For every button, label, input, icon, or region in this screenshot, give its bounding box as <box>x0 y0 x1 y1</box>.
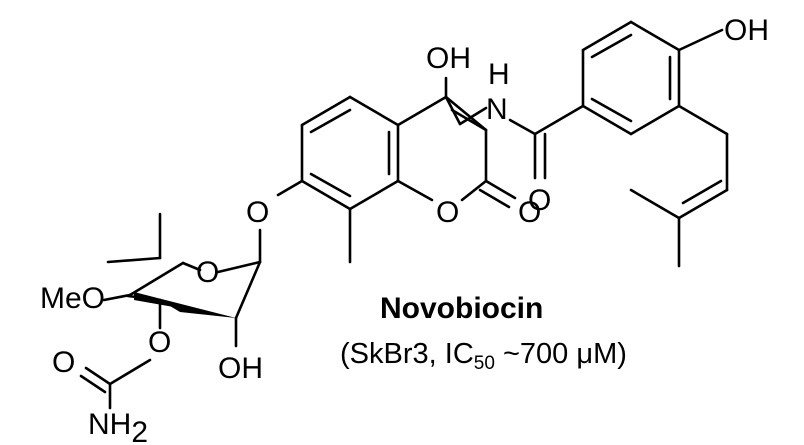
amide-nitrogen-label: N <box>486 93 508 126</box>
methoxy-label: MeO <box>40 282 105 315</box>
sugar-oh-label: OH <box>218 352 263 385</box>
nh-bond <box>458 106 488 126</box>
coumarin-core <box>276 76 517 264</box>
phenol-oh-label: OH <box>724 14 769 47</box>
activity-unit: μM <box>576 338 618 370</box>
ether-oxygen-label: O <box>246 196 269 229</box>
activity-open-paren: ( <box>340 338 350 370</box>
carbamate-amine-label: NH2 <box>88 408 148 445</box>
activity-value: ~700 <box>502 338 569 370</box>
coumarin-oh-label: OH <box>426 42 471 75</box>
prenyl-chain <box>629 104 729 268</box>
activity-metric-subscript: 50 <box>473 353 495 374</box>
activity-cell-line: SkBr3, <box>349 338 437 370</box>
amide-hydrogen-label: H <box>488 58 510 91</box>
amide-oxygen-label: O <box>528 184 551 217</box>
activity-caption: (SkBr3, IC50 ~700 μM) <box>340 338 720 374</box>
sugar-ring-oxygen-label: O <box>196 256 219 289</box>
activity-close-paren: ) <box>617 338 627 370</box>
carbamate-ester-oxygen-label: O <box>148 326 171 359</box>
noviose-sugar <box>102 212 262 348</box>
activity-metric: IC <box>444 338 474 370</box>
benzamide-ring <box>581 20 681 136</box>
carbamate-group <box>79 358 152 410</box>
molecule-name: Novobiocin <box>380 292 544 325</box>
lactone-oxygen-label: O <box>518 196 541 229</box>
phenol-bond <box>677 28 724 52</box>
amide-linker <box>508 104 585 180</box>
ring-oxygen-label: O <box>436 196 459 229</box>
carbamate-carbonyl-oxygen-label: O <box>52 346 75 379</box>
